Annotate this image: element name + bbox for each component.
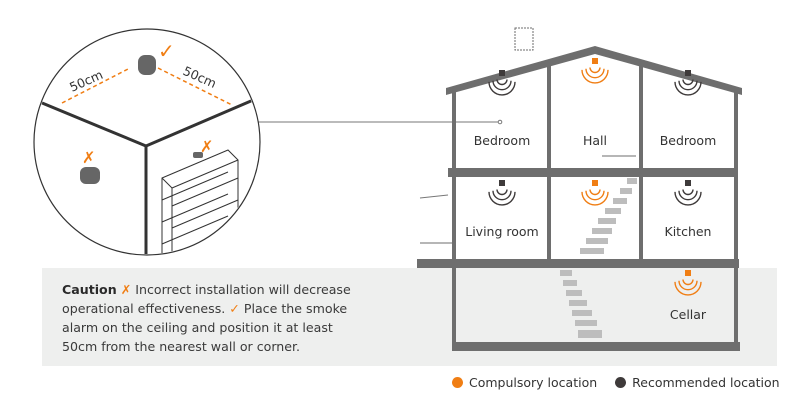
connector-dot xyxy=(497,119,503,125)
connector-line-2 xyxy=(419,194,449,199)
recommended-alarm-icon xyxy=(488,70,516,96)
good-alarm xyxy=(138,55,156,75)
room-label-bedroom-1: Bedroom xyxy=(474,133,531,148)
legend-recommended-label: Recommended location xyxy=(632,375,780,390)
compulsory-dot-icon xyxy=(452,377,463,388)
cross-icon-wall: ✗ xyxy=(82,148,95,167)
bad-alarm-wall xyxy=(80,167,100,184)
room-label-kitchen: Kitchen xyxy=(665,224,712,239)
house xyxy=(417,27,742,351)
recommended-alarm-icon xyxy=(674,180,702,206)
room-label-bedroom-2: Bedroom xyxy=(660,133,717,148)
caption-text-2: Place the smoke alarm on the ceiling and… xyxy=(62,301,348,354)
legend-compulsory: Compulsory location xyxy=(452,375,597,390)
room-label-living-room: Living room xyxy=(465,224,538,239)
inset-detail: 50cm 50cm ✓ ✗ ✗ xyxy=(33,28,261,256)
caption-text: Caution ✗ Incorrect installation will de… xyxy=(62,280,362,356)
legend-compulsory-label: Compulsory location xyxy=(469,375,598,390)
railings xyxy=(420,155,636,244)
caption-text-1: Incorrect installation will decrease ope… xyxy=(62,282,351,316)
check-icon: ✓ xyxy=(158,39,175,63)
check-icon: ✓ xyxy=(229,301,240,316)
compulsory-alarm-icon xyxy=(674,270,702,296)
recommended-alarm-icon xyxy=(674,70,702,96)
caution-title: Caution xyxy=(62,282,117,297)
room-label-cellar: Cellar xyxy=(670,307,707,322)
recommended-dot-icon xyxy=(615,377,627,388)
room-label-hall: Hall xyxy=(583,133,607,148)
cellar-floor xyxy=(452,342,740,351)
floor-0 xyxy=(417,259,739,268)
bad-alarm-shelf xyxy=(193,152,203,158)
legend: Compulsory location Recommended location xyxy=(452,375,780,390)
cross-icon-shelf: ✗ xyxy=(200,137,213,156)
legend-recommended: Recommended location xyxy=(615,375,780,390)
cross-icon: ✗ xyxy=(120,282,132,297)
stairs xyxy=(560,178,637,338)
chimney xyxy=(514,27,534,51)
floor-1 xyxy=(448,168,738,177)
compulsory-alarm-icon xyxy=(581,58,609,84)
recommended-alarm-icon xyxy=(488,180,516,206)
compulsory-alarm-icon xyxy=(581,180,609,206)
